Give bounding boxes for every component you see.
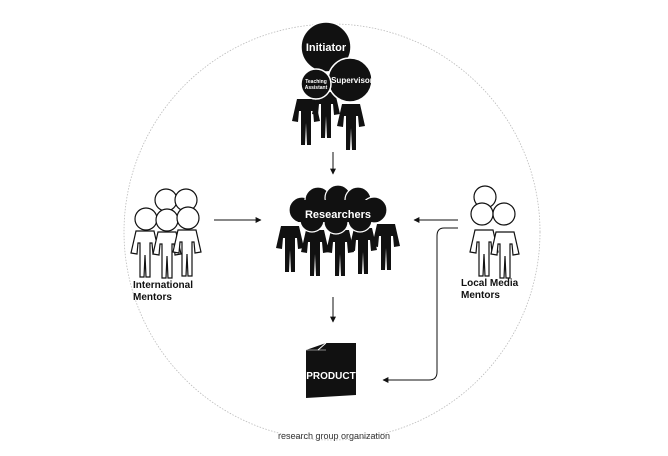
product-label: PRODUCT	[306, 371, 355, 382]
researchers-group: Researchers	[276, 184, 400, 276]
researchers-label: Researchers	[305, 209, 371, 221]
supervisor-label: Supervisor	[331, 76, 373, 85]
teaching-assistant-head	[300, 68, 332, 100]
teaching-assistant-label-line1: Teaching	[305, 79, 327, 85]
international-mentors-label-line1: International	[133, 280, 193, 291]
diagram-caption: research group organization	[277, 431, 391, 441]
local-media-mentors-label-line1: Local Media	[461, 278, 519, 289]
teaching-assistant-label-line2: Assistant	[305, 85, 328, 91]
arrow-local-to-product	[382, 227, 458, 383]
local-media-mentors-group	[469, 185, 520, 279]
product-box: PRODUCT	[306, 342, 356, 398]
international-mentors-group	[130, 188, 202, 279]
leadership-group: Initiator Supervisor Teaching Assistant	[292, 21, 373, 150]
initiator-label: Initiator	[306, 42, 347, 54]
international-mentors-label-line2: Mentors	[133, 292, 172, 303]
local-media-mentors-label-line2: Mentors	[461, 290, 500, 301]
group-boundary-circle	[123, 23, 541, 441]
